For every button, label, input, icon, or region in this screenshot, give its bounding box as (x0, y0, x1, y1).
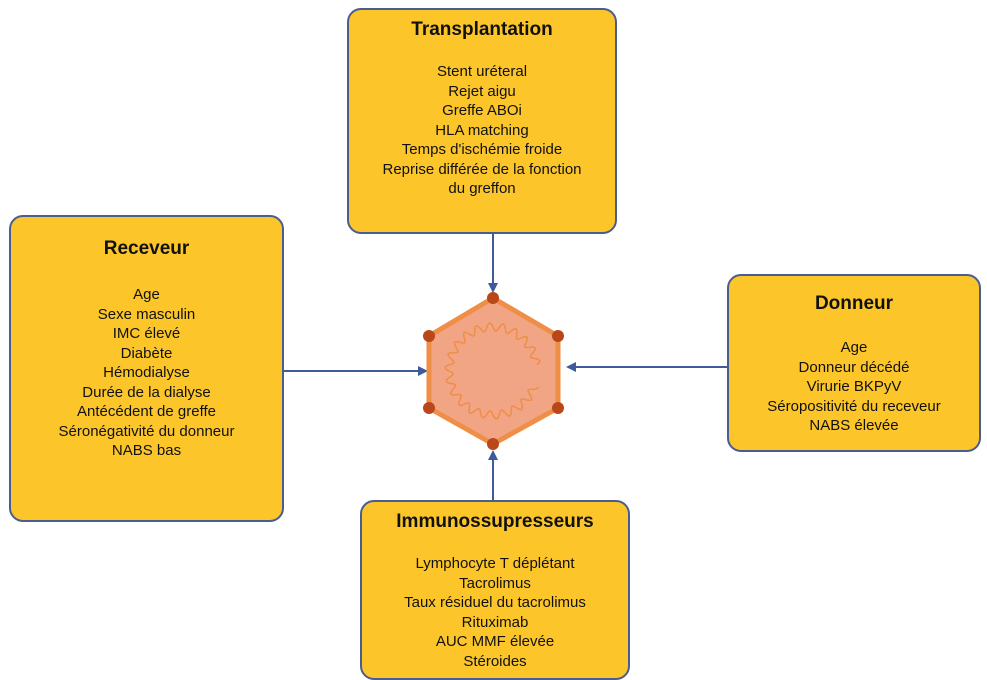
immunosuppresseurs-title: Immunossupresseurs (396, 511, 594, 532)
factor-item: Sexe masculin (97, 305, 196, 323)
viral-genome (444, 322, 541, 420)
capsid-vertex (552, 402, 564, 414)
factor-item: Séropositivité du receveur (767, 397, 941, 415)
donneur-title: Donneur (814, 293, 894, 314)
factor-item: Rituximab (461, 613, 529, 631)
factor-item: Diabète (120, 344, 173, 362)
factor-item: Age (840, 339, 868, 356)
factor-item: NABS élevée (809, 417, 899, 434)
capsid-vertex (552, 330, 564, 342)
immunosuppresseurs-box: Immunossupresseurs Lymphocyte T déplétan… (360, 500, 630, 680)
transplantation-title: Transplantation (411, 19, 553, 40)
factor-item: Reprise différée de la fonction (382, 160, 582, 178)
factor-item: Tacrolimus (459, 574, 531, 592)
factor-item: Antécédent de greffe (77, 403, 216, 420)
factor-item: NABS bas (111, 442, 182, 459)
virus-capsid-icon (423, 292, 564, 450)
factor-item: du greffon (448, 180, 516, 197)
factor-item: Rejet aigu (448, 82, 516, 100)
receveur-title: Receveur (103, 238, 190, 259)
factor-item: Temps d'ischémie froide (401, 141, 563, 158)
factor-item: Lymphocyte T déplétant (415, 555, 575, 572)
factor-item: Stent uréteral (436, 63, 528, 80)
factor-item: Durée de la dialyse (82, 383, 211, 401)
capsid-vertex (423, 330, 435, 342)
factor-item: Greffe ABOi (442, 102, 522, 119)
factor-item: Taux résiduel du tacrolimus (404, 594, 586, 611)
factor-item: AUC MMF élevée (435, 633, 555, 650)
factor-item: HLA matching (435, 121, 529, 139)
capsid-vertex (487, 292, 499, 304)
factor-item: Hémodialyse (103, 364, 190, 381)
capsid-vertex (423, 402, 435, 414)
factor-item: Virurie BKPyV (806, 378, 902, 395)
factor-item: Stéroides (463, 652, 527, 670)
factor-item: Donneur décédé (798, 358, 910, 376)
factor-item: IMC élevé (112, 325, 181, 342)
factor-item: Age (133, 286, 160, 303)
factor-item: Séronégativité du donneur (58, 422, 235, 440)
capsid-vertex (487, 438, 499, 450)
